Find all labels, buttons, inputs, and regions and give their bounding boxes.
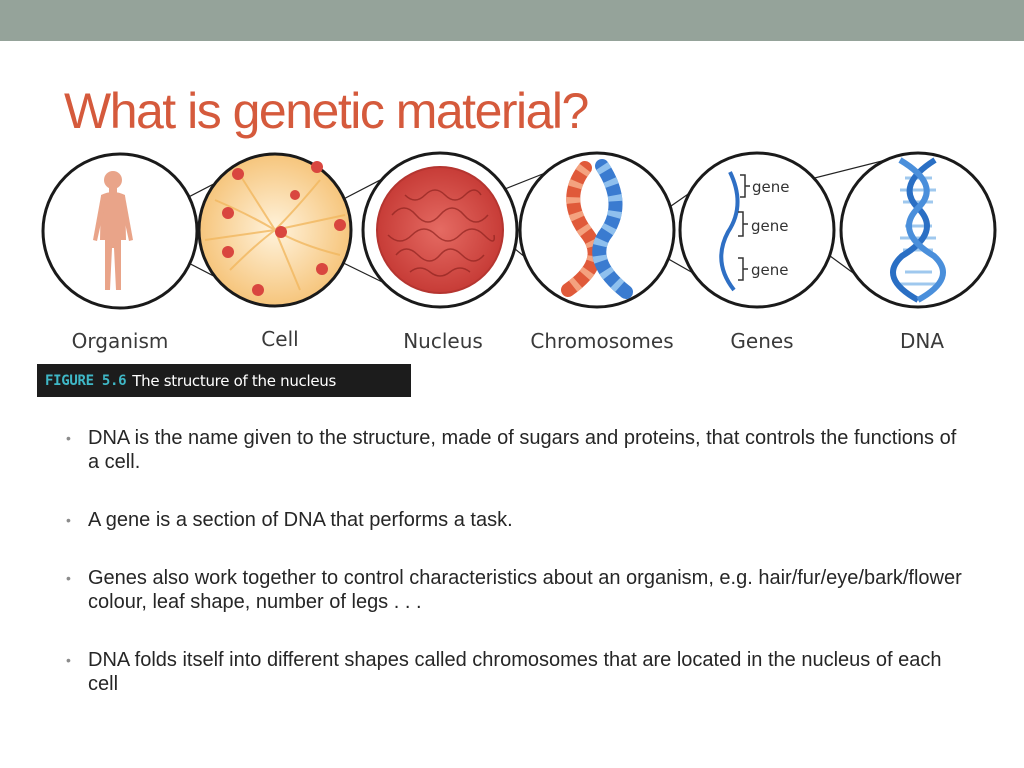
figure-caption: FIGURE 5.6 The structure of the nucleus bbox=[37, 364, 411, 397]
dna-circle bbox=[839, 151, 997, 309]
label-cell: Cell bbox=[261, 327, 298, 351]
bullet-dot-icon: • bbox=[66, 570, 71, 586]
cell-nuclei bbox=[222, 161, 346, 296]
label-organism: Organism bbox=[72, 329, 169, 353]
organism-circle bbox=[41, 152, 199, 310]
gene-strand-icon bbox=[719, 171, 740, 292]
label-genes: Genes bbox=[730, 329, 793, 353]
label-chromosomes: Chromosomes bbox=[530, 329, 673, 353]
bullet-text: A gene is a section of DNA that performs… bbox=[88, 509, 513, 531]
gene-brackets bbox=[738, 174, 750, 281]
bullet-text: DNA is the name given to the structure, … bbox=[88, 427, 957, 473]
bullet-item: • DNA is the name given to the structure,… bbox=[66, 426, 966, 474]
label-dna: DNA bbox=[900, 329, 944, 353]
bullet-text: DNA folds itself into different shapes c… bbox=[88, 649, 942, 695]
gene-label-1: gene bbox=[752, 178, 790, 196]
human-figure-icon bbox=[93, 171, 133, 290]
bullet-list: • DNA is the name given to the structure,… bbox=[66, 426, 966, 730]
gene-label-2: gene bbox=[751, 217, 789, 235]
chromosomes-circle bbox=[518, 151, 676, 309]
bullet-dot-icon: • bbox=[66, 652, 71, 668]
genetic-material-figure: gene gene gene Organism Cell Nucleus Chr… bbox=[41, 151, 997, 353]
bullet-item: • A gene is a section of DNA that perform… bbox=[66, 508, 966, 532]
cell-circle bbox=[197, 152, 353, 308]
bullet-item: • DNA folds itself into different shapes … bbox=[66, 648, 966, 696]
label-nucleus: Nucleus bbox=[403, 329, 483, 353]
slide-title: What is genetic material? bbox=[64, 83, 589, 139]
bullet-dot-icon: • bbox=[66, 430, 71, 446]
dna-helix-icon bbox=[890, 157, 937, 303]
genes-circle: gene gene gene bbox=[678, 151, 836, 309]
top-bar bbox=[0, 0, 1024, 41]
nucleus-circle bbox=[361, 151, 519, 309]
figure-caption-text: The structure of the nucleus bbox=[132, 371, 336, 390]
bullet-dot-icon: • bbox=[66, 512, 71, 528]
figure-number: FIGURE 5.6 bbox=[45, 372, 127, 389]
bullet-item: • Genes also work together to control cha… bbox=[66, 566, 966, 614]
gene-label-3: gene bbox=[751, 261, 789, 279]
bullet-text: Genes also work together to control char… bbox=[88, 567, 962, 613]
